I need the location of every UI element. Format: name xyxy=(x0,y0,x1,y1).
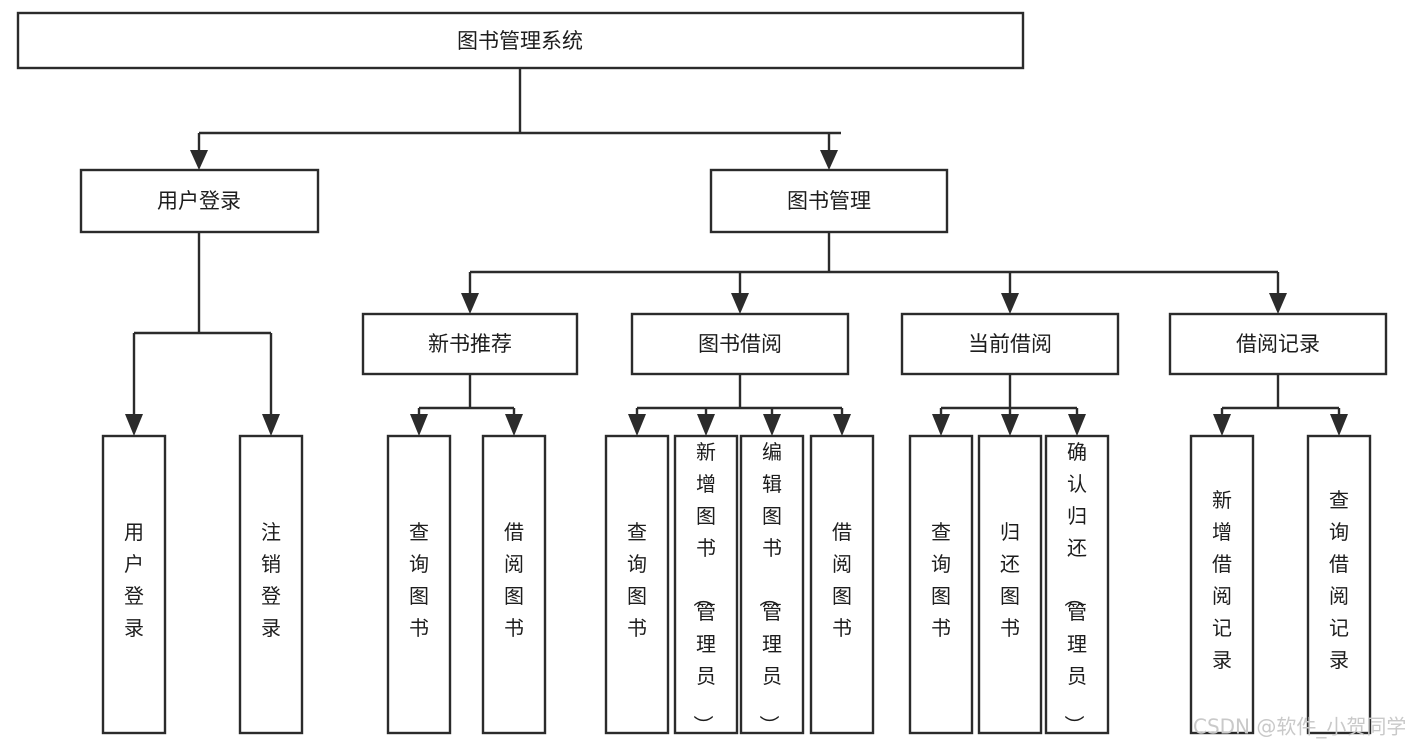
node-user-login-label: 用户登录 xyxy=(157,189,241,213)
leaf-borrow-add-book-box[interactable] xyxy=(673,434,739,735)
node-current-borrow-box[interactable] xyxy=(900,312,1120,376)
connector-root-to-level2 xyxy=(190,68,841,170)
leaf-borrow-add-book[interactable]: 新增图书（管理员） xyxy=(673,434,739,735)
node-new-book-recommend[interactable]: 新书推荐 xyxy=(361,312,579,376)
leaf-current-query-book-box[interactable] xyxy=(908,434,974,735)
node-book-borrow-box[interactable] xyxy=(630,312,850,376)
node-current-borrow[interactable]: 当前借阅 xyxy=(900,312,1120,376)
leaf-newbooks-query-book[interactable]: 查询图书 xyxy=(386,434,452,735)
arrow-head-leaf-user-login xyxy=(125,414,143,436)
leaf-borrow-query-book-label: 查询图书 xyxy=(627,520,647,640)
leaf-logout[interactable]: 注销登录 xyxy=(238,434,304,735)
leaf-user-login-box[interactable] xyxy=(101,434,167,735)
leaf-borrow-query-book[interactable]: 查询图书 xyxy=(604,434,670,735)
arrow-head-nb-borrow-book xyxy=(505,414,523,436)
leaf-newbooks-borrow-book-label: 借阅图书 xyxy=(504,520,524,640)
node-book-borrow-label: 图书借阅 xyxy=(698,332,782,356)
leaf-records-query-record-box[interactable] xyxy=(1306,434,1372,735)
leaf-borrow-query-book-box[interactable] xyxy=(604,434,670,735)
connector-borrowrecords-to-leaves xyxy=(1213,374,1348,436)
leaf-borrow-borrow-book[interactable]: 借阅图书 xyxy=(809,434,875,735)
node-root-system-label: 图书管理系统 xyxy=(457,29,583,53)
connector-userlogin-to-leaves xyxy=(125,232,280,436)
arrow-head-new-books xyxy=(461,293,479,314)
leaf-borrow-edit-book[interactable]: 编辑图书（管理员） xyxy=(739,434,805,735)
arrow-head-cb-confirm-return xyxy=(1068,414,1086,436)
leaf-records-query-record-label: 查询借阅记录 xyxy=(1329,488,1349,672)
csdn-watermark: CSDN @软件_小贺同学 xyxy=(1193,715,1405,739)
node-borrow-records-label: 借阅记录 xyxy=(1236,332,1320,356)
leaf-records-add-record[interactable]: 新增借阅记录 xyxy=(1189,434,1255,735)
arrow-head-cb-query-book xyxy=(932,414,950,436)
node-book-management[interactable]: 图书管理 xyxy=(709,168,949,234)
leaf-logout-box[interactable] xyxy=(238,434,304,735)
leaf-newbooks-query-book-box[interactable] xyxy=(386,434,452,735)
node-borrow-records-box[interactable] xyxy=(1168,312,1388,376)
node-root-system-box[interactable] xyxy=(16,11,1025,70)
leaf-borrow-edit-book-label: 编辑图书（管理员） xyxy=(757,440,782,735)
node-new-book-recommend-box[interactable] xyxy=(361,312,579,376)
leaf-current-return-book-box[interactable] xyxy=(977,434,1043,735)
leaf-records-query-record[interactable]: 查询借阅记录 xyxy=(1306,434,1372,735)
leaf-records-add-record-label: 新增借阅记录 xyxy=(1212,488,1232,672)
leaf-borrow-edit-book-box[interactable] xyxy=(739,434,805,735)
arrow-head-leaf-logout xyxy=(262,414,280,436)
connector-newbooks-to-leaves xyxy=(410,374,523,436)
node-user-login[interactable]: 用户登录 xyxy=(79,168,320,234)
leaf-user-login-label: 用户登录 xyxy=(124,520,144,640)
arrow-head-cb-return-book xyxy=(1001,414,1019,436)
arrow-head-bb-query-book xyxy=(628,414,646,436)
leaf-current-confirm-return[interactable]: 确认归还（管理员） xyxy=(1044,434,1110,735)
node-current-borrow-label: 当前借阅 xyxy=(968,332,1052,356)
connector-bookmanage-to-level3 xyxy=(461,232,1287,314)
connector-bookborrow-to-leaves xyxy=(628,374,851,436)
leaf-current-confirm-return-box[interactable] xyxy=(1044,434,1110,735)
arrow-head-book-borrow xyxy=(731,293,749,314)
arrow-head-borrow-records xyxy=(1269,293,1287,314)
node-new-book-recommend-label: 新书推荐 xyxy=(428,332,512,356)
leaf-borrow-borrow-book-label: 借阅图书 xyxy=(832,520,852,640)
node-book-management-box[interactable] xyxy=(709,168,949,234)
leaf-logout-label: 注销登录 xyxy=(261,520,281,640)
leaf-current-return-book[interactable]: 归还图书 xyxy=(977,434,1043,735)
leaf-current-return-book-label: 归还图书 xyxy=(1000,520,1020,640)
connector-currentborrow-to-leaves xyxy=(932,374,1086,436)
leaf-user-login[interactable]: 用户登录 xyxy=(101,434,167,735)
arrow-head-br-query-record xyxy=(1330,414,1348,436)
leaf-records-add-record-box[interactable] xyxy=(1189,434,1255,735)
node-borrow-records[interactable]: 借阅记录 xyxy=(1168,312,1388,376)
leaf-current-confirm-return-label: 确认归还（管理员） xyxy=(1062,440,1087,735)
leaf-current-query-book[interactable]: 查询图书 xyxy=(908,434,974,735)
leaf-borrow-borrow-book-box[interactable] xyxy=(809,434,875,735)
node-book-management-label: 图书管理 xyxy=(787,189,871,213)
leaf-borrow-add-book-label: 新增图书（管理员） xyxy=(691,440,716,735)
node-book-borrow[interactable]: 图书借阅 xyxy=(630,312,850,376)
arrow-head-book-manage xyxy=(820,150,838,170)
leaf-newbooks-borrow-book-box[interactable] xyxy=(481,434,547,735)
arrow-head-bb-borrow-book xyxy=(833,414,851,436)
node-user-login-box[interactable] xyxy=(79,168,320,234)
leaf-newbooks-query-book-label: 查询图书 xyxy=(409,520,429,640)
arrow-head-nb-query-book xyxy=(410,414,428,436)
arrow-head-user-login xyxy=(190,150,208,170)
leaf-newbooks-borrow-book[interactable]: 借阅图书 xyxy=(481,434,547,735)
leaf-current-query-book-label: 查询图书 xyxy=(931,520,951,640)
arrow-head-bb-edit-book xyxy=(763,414,781,436)
arrow-head-current-borrow xyxy=(1001,293,1019,314)
node-root-system[interactable]: 图书管理系统 xyxy=(16,11,1025,70)
arrow-head-bb-add-book xyxy=(697,414,715,436)
arrow-head-br-add-record xyxy=(1213,414,1231,436)
